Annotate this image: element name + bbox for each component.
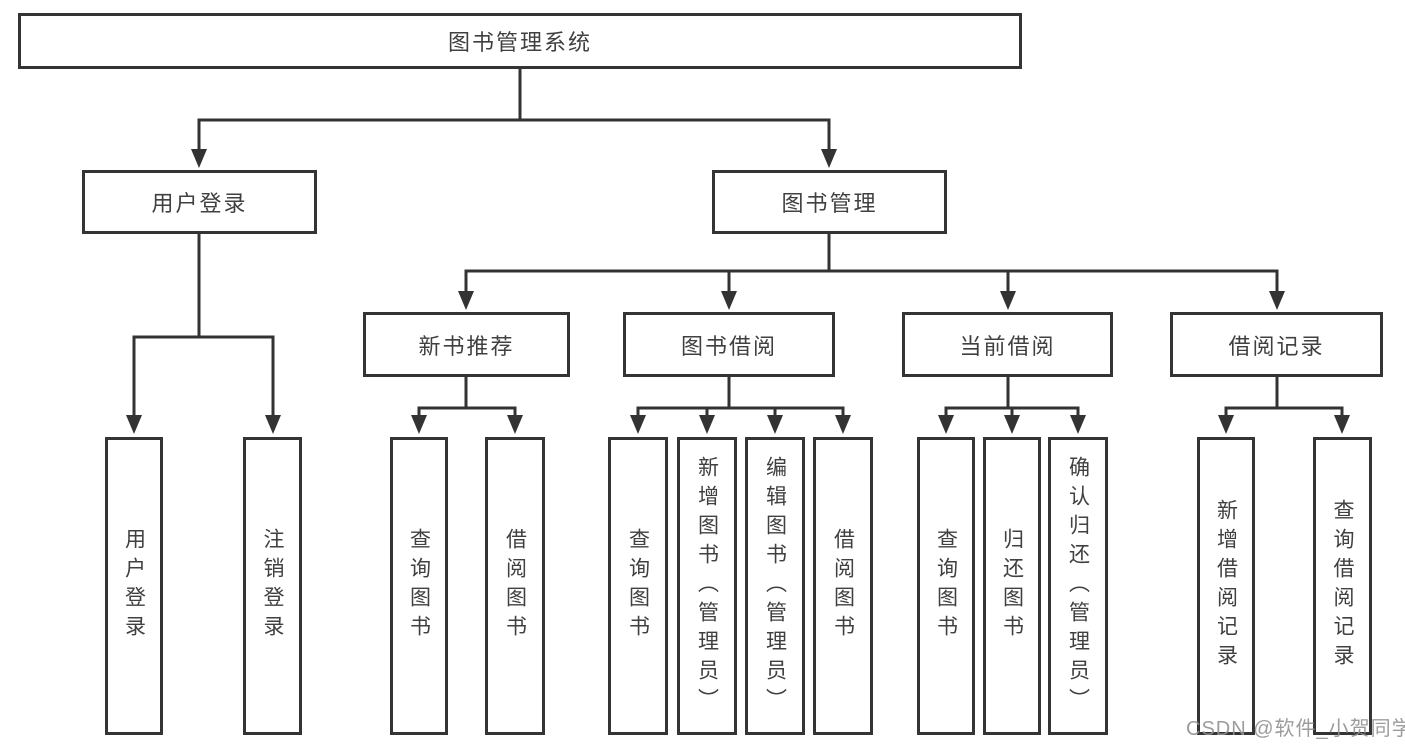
node-library-management-system: 图书管理系统	[18, 13, 1022, 69]
leaf-bb-edit-books-admin: 编辑图书（管理员）	[745, 437, 805, 735]
leaf-br-query-borrow-record: 查询借阅记录	[1313, 437, 1372, 735]
node-book-borrowing: 图书借阅	[623, 312, 835, 377]
leaf-bb-add-books-admin: 新增图书（管理员）	[677, 437, 737, 735]
node-borrow-records: 借阅记录	[1170, 312, 1383, 377]
node-current-borrowing: 当前借阅	[902, 312, 1113, 377]
leaf-br-add-borrow-record: 新增借阅记录	[1197, 437, 1255, 735]
watermark: CSDN @软件_小贺同学	[1186, 718, 1405, 740]
node-new-book-recommend: 新书推荐	[363, 312, 570, 377]
leaf-cb-query-books: 查询图书	[917, 437, 975, 735]
leaf-bb-borrow-books: 借阅图书	[813, 437, 873, 735]
node-book-management: 图书管理	[712, 170, 947, 234]
leaf-cb-confirm-return-admin: 确认归还（管理员）	[1048, 437, 1108, 735]
leaf-nbr-query-books: 查询图书	[390, 437, 448, 735]
leaf-nbr-borrow-books: 借阅图书	[485, 437, 545, 735]
leaf-logout: 注销登录	[243, 437, 302, 735]
leaf-bb-query-books: 查询图书	[608, 437, 668, 735]
leaf-cb-return-books: 归还图书	[983, 437, 1041, 735]
node-user-login: 用户登录	[82, 170, 317, 234]
leaf-user-login: 用户登录	[105, 437, 163, 735]
